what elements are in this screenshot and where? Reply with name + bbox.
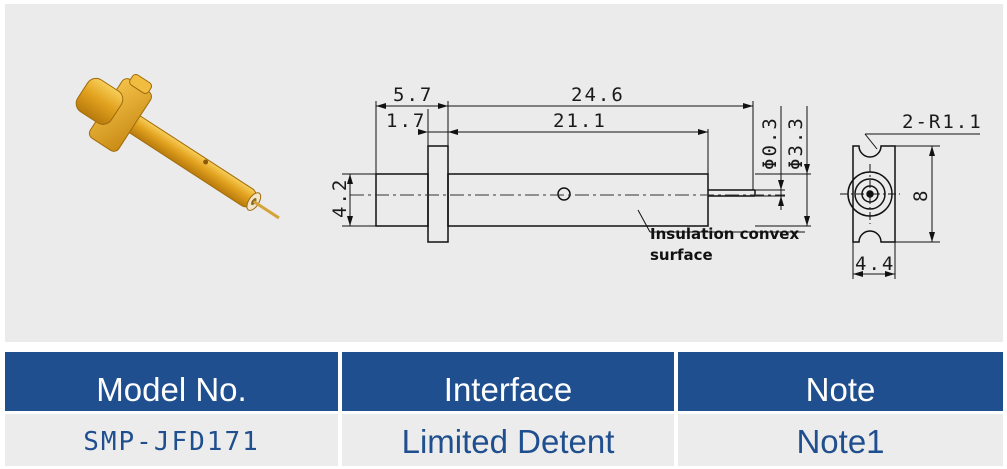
cell-model-no: SMP-JFD171	[5, 414, 338, 466]
dim-height: 4.2	[329, 178, 351, 218]
dim-flange-length: 5.7	[393, 84, 433, 106]
end-view-arrows	[853, 146, 935, 277]
technical-drawing: 5.7 24.6 1.7 21.1 4.2 Φ0.3 Φ3.3 Insulati…	[75, 73, 983, 279]
connector-3d-render	[75, 73, 280, 220]
dim-radius: 2-R1.1	[902, 111, 983, 133]
header-interface: Interface	[342, 352, 674, 411]
dim-total-length: 24.6	[571, 84, 625, 106]
end-view-dimensions	[852, 133, 980, 279]
dim-flange-thickness: 1.7	[386, 110, 426, 132]
note-line-2: surface	[650, 246, 713, 264]
side-view	[375, 145, 756, 243]
dim-body-diameter: Φ3.3	[785, 116, 807, 170]
drawing-panel: 5.7 24.6 1.7 21.1 4.2 Φ0.3 Φ3.3 Insulati…	[5, 4, 1003, 342]
dim-pin-diameter: Φ0.3	[759, 116, 781, 170]
end-view	[840, 145, 900, 243]
header-note: Note	[678, 352, 1003, 411]
dimension-arrows	[347, 103, 810, 226]
dim-end-width: 4.4	[855, 253, 895, 275]
cell-note: Note1	[678, 414, 1003, 466]
cell-interface: Limited Detent	[342, 414, 674, 466]
dim-body-length: 21.1	[553, 110, 607, 132]
dim-end-height: 8	[910, 189, 932, 202]
spec-table: Model No. Interface Note SMP-JFD171 Limi…	[5, 352, 1003, 466]
header-model-no: Model No.	[5, 352, 338, 411]
note-line-1: Insulation convex	[650, 225, 799, 243]
